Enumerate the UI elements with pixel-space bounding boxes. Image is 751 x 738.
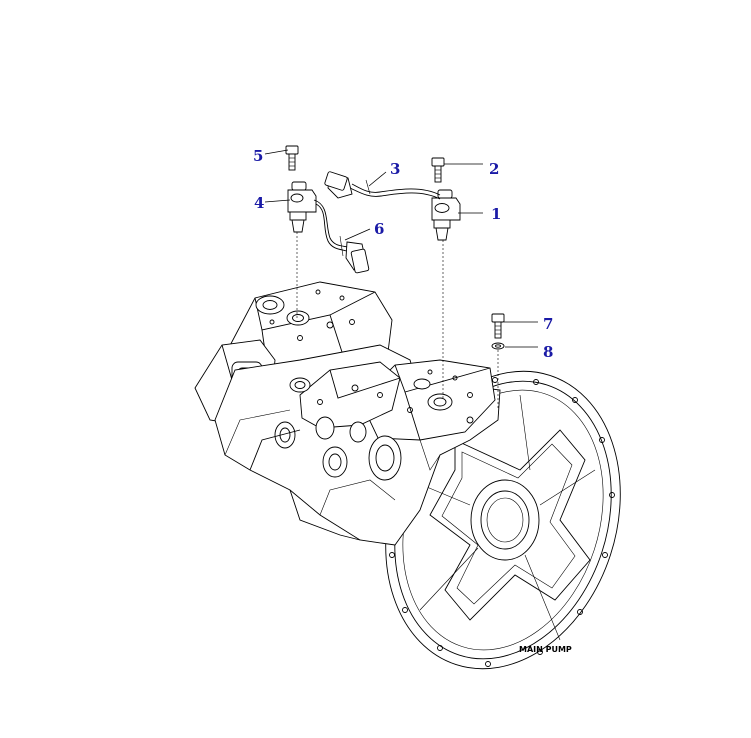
callout-2: 2 — [489, 160, 499, 178]
callout-3: 3 — [390, 160, 400, 178]
callout-1: 1 — [491, 205, 501, 223]
wire-harness-left — [313, 199, 370, 274]
leader-5 — [264, 149, 289, 155]
callout-7: 7 — [543, 315, 553, 333]
alignment-lines — [296, 232, 499, 410]
main-pump-assembly — [194, 281, 621, 670]
leader-4 — [264, 199, 291, 203]
washer-8 — [491, 342, 505, 350]
leader-3 — [368, 171, 387, 187]
diagram-caption: MAIN PUMP — [519, 645, 572, 654]
callout-8: 8 — [543, 343, 553, 361]
callout-labels: 1 2 3 4 5 6 7 8 — [253, 147, 553, 361]
bolt-left — [285, 145, 299, 171]
leader-lines — [264, 149, 538, 348]
pump-body — [194, 281, 501, 546]
callout-6: 6 — [374, 220, 384, 238]
callout-5: 5 — [253, 147, 263, 165]
bolt-right — [431, 157, 445, 183]
wire-harness-right — [324, 171, 441, 200]
pressure-sensor-right — [431, 189, 461, 241]
bolt-7 — [491, 313, 505, 339]
callout-4: 4 — [254, 194, 264, 212]
leader-6 — [344, 228, 371, 241]
pressure-sensor-left — [287, 181, 317, 233]
